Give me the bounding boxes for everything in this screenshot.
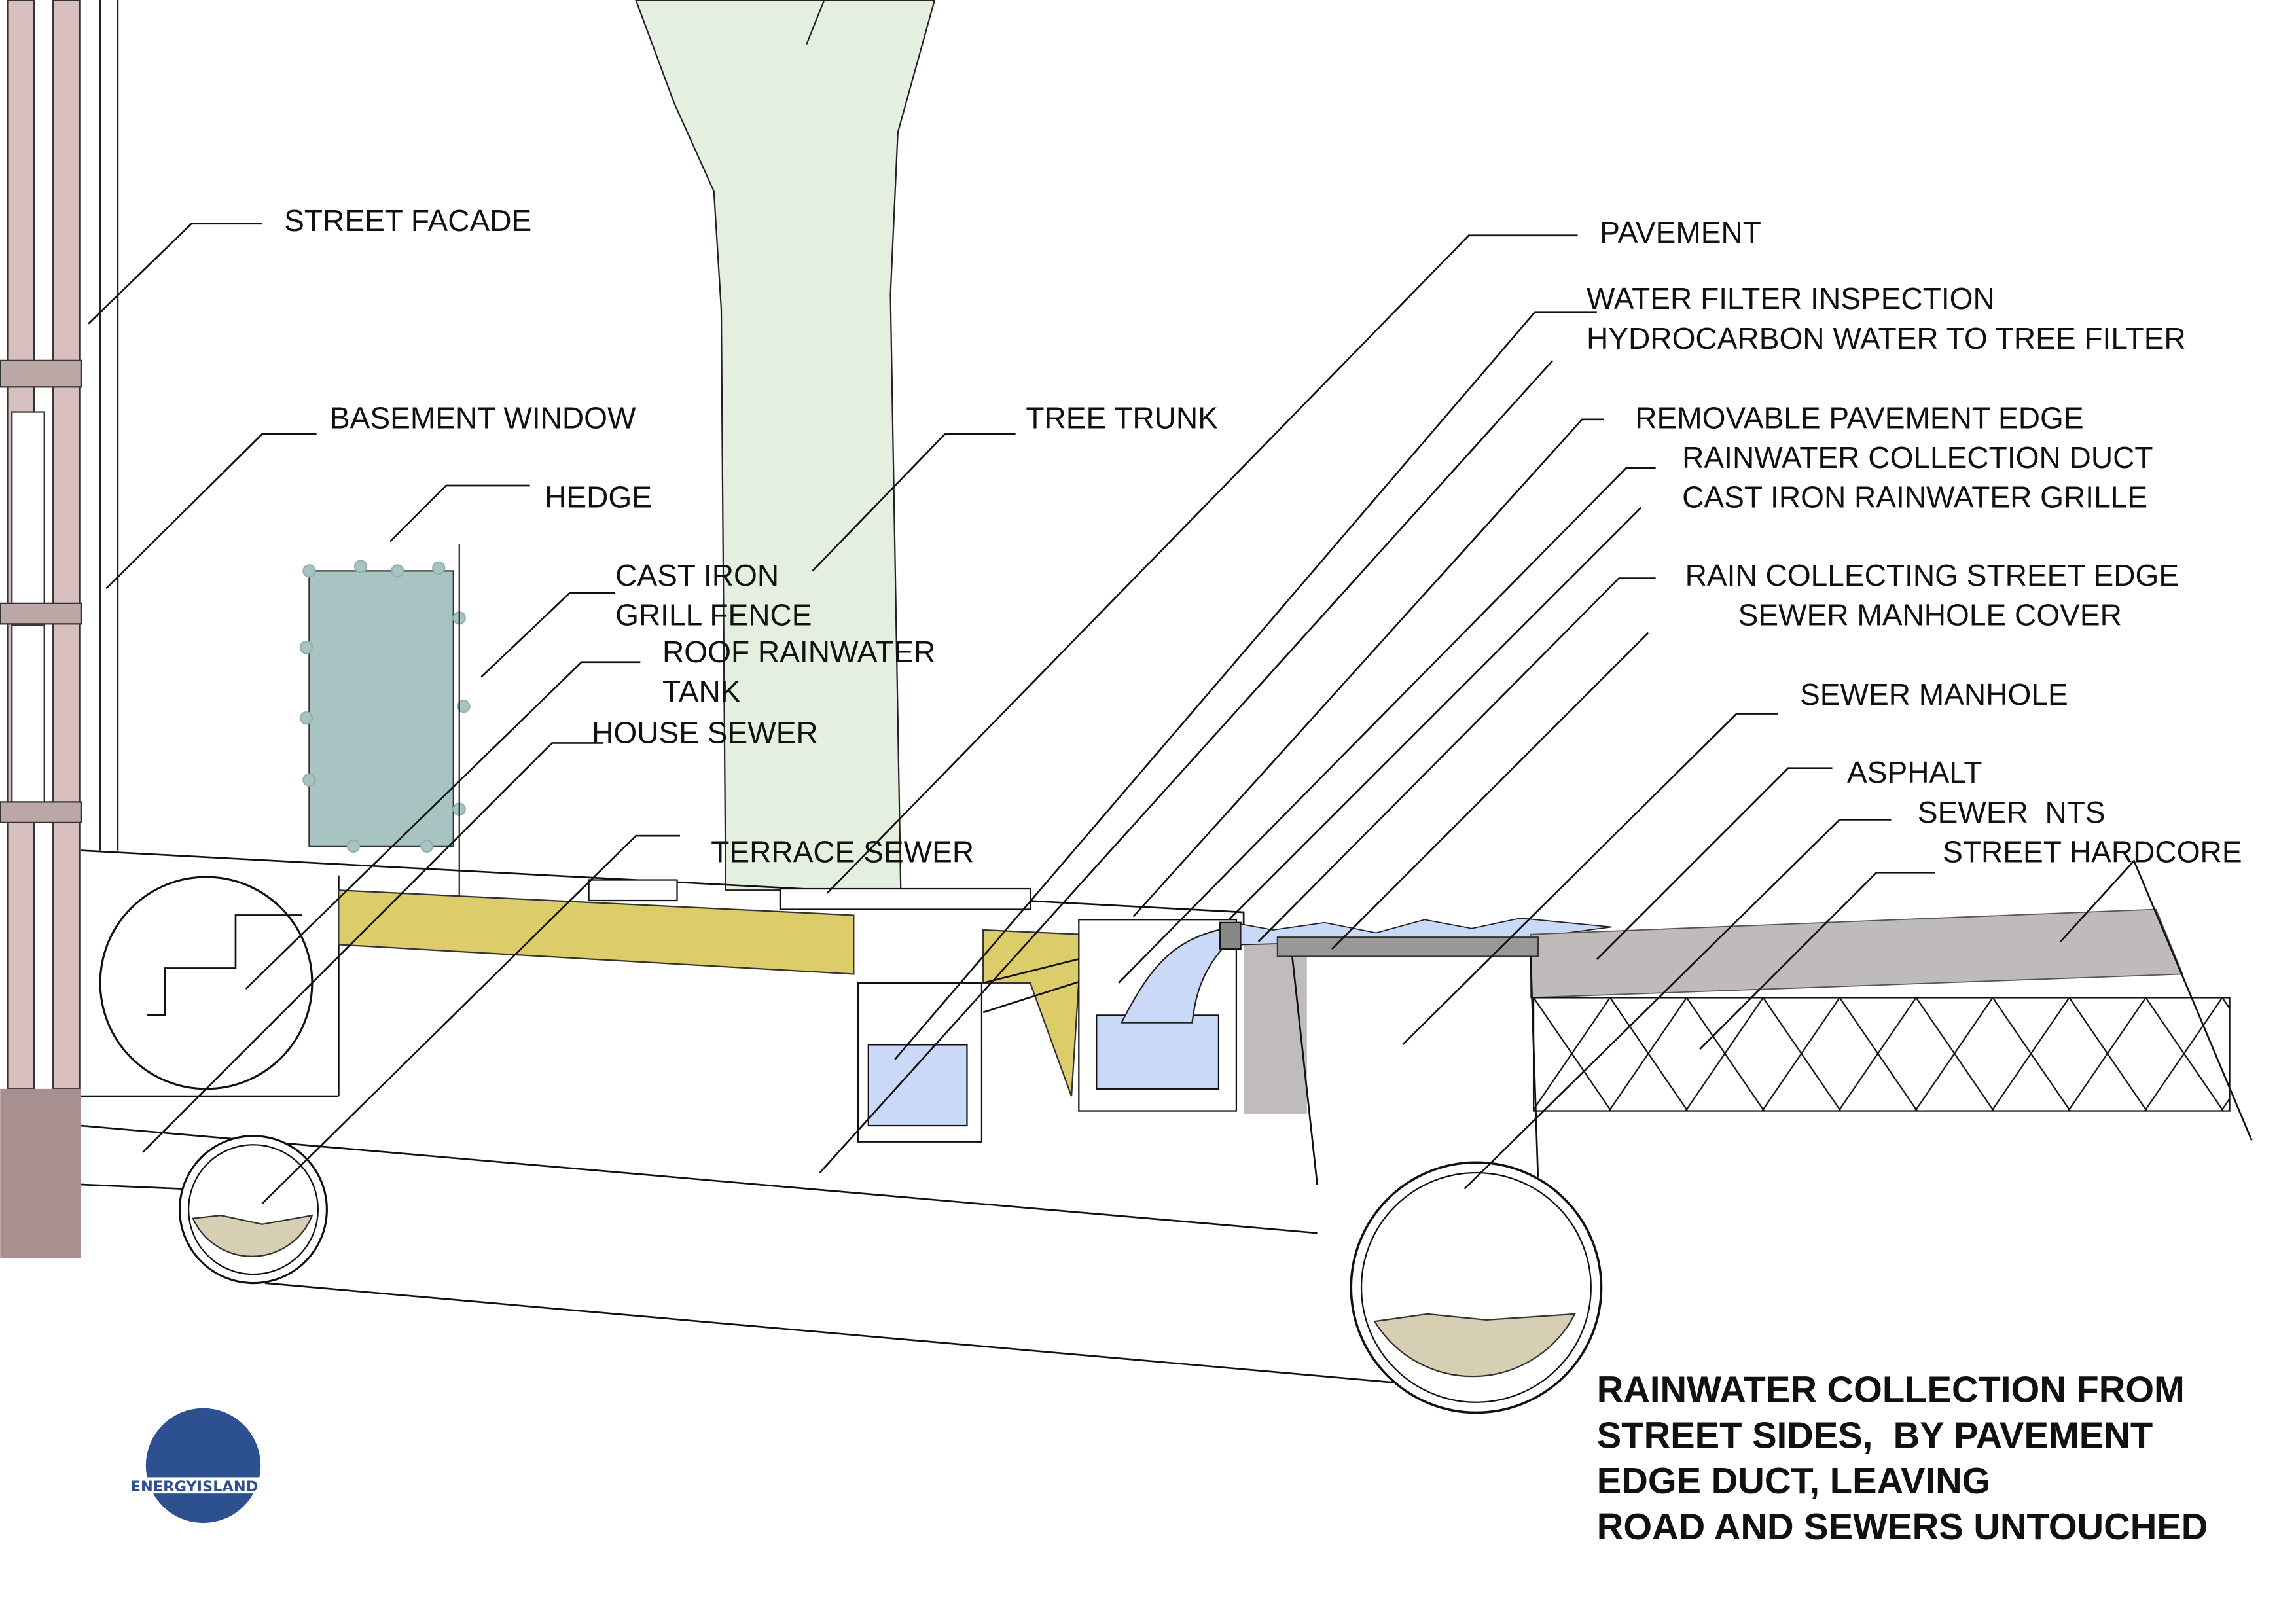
title-line: EDGE DUCT, LEAVING [1597, 1460, 1991, 1501]
hedge [299, 544, 471, 905]
label-collection-duct: RAINWATER COLLECTION DUCT [1682, 440, 2153, 474]
rain-collecting-street-edge [1244, 941, 1307, 1115]
label-water-filter: WATER FILTER INSPECTION [1587, 281, 1995, 315]
street-facade [0, 0, 119, 1258]
labels: STREET FACADE BASEMENT WINDOW HEDGE CAST… [284, 204, 2242, 869]
label-terrace-sewer: TERRACE SEWER [711, 835, 974, 869]
label-hydrocarbon: HYDROCARBON WATER TO TREE FILTER [1587, 321, 2186, 355]
label-house-sewer: HOUSE SEWER [592, 715, 818, 749]
diagram-title: RAINWATER COLLECTION FROM STREET SIDES, … [1597, 1369, 2208, 1547]
collection-duct-tank [1078, 919, 1242, 1112]
label-hardcore: STREET HARDCORE [1943, 835, 2242, 869]
label-manhole: SEWER MANHOLE [1800, 677, 2068, 711]
label-tree-trunk: TREE TRUNK [1026, 401, 1218, 435]
street-sewer [1350, 1161, 1603, 1414]
water-filter-tank [857, 982, 983, 1143]
title-line: ROAD AND SEWERS UNTOUCHED [1597, 1506, 2208, 1547]
label-asphalt: ASPHALT [1847, 755, 1982, 789]
insulation [338, 889, 855, 975]
roof-rainwater-tank [99, 876, 314, 1090]
label-basement-window: BASEMENT WINDOW [330, 401, 636, 435]
label-manhole-cover: SEWER MANHOLE COVER [1738, 598, 2122, 632]
label-cast-iron: CAST IRON [615, 558, 779, 592]
label-grille: CAST IRON RAINWATER GRILLE [1682, 480, 2147, 514]
label-removable-edge: REMOVABLE PAVEMENT EDGE [1635, 401, 2083, 435]
label-roof-rainwater: ROOF RAINWATER [662, 635, 935, 669]
leader-lines [88, 223, 2253, 1205]
label-pavement: PAVEMENT [1600, 215, 1761, 249]
label-street-facade: STREET FACADE [284, 204, 531, 238]
manhole-cover [1276, 936, 1539, 957]
label-tank: TANK [662, 674, 741, 708]
asphalt [1530, 908, 2183, 999]
label-hedge: HEDGE [545, 480, 652, 514]
ground-structure [81, 849, 1401, 1384]
street-hardcore [1532, 997, 2231, 1112]
label-sewer-nts: SEWER NTS [1918, 795, 2106, 829]
label-street-edge: RAIN COLLECTING STREET EDGE [1685, 558, 2179, 592]
tree-trunk [635, 0, 936, 891]
label-grill-fence: GRILL FENCE [615, 598, 812, 632]
energyisland-logo: ENERGYISLAND [115, 1408, 274, 1524]
title-line: STREET SIDES, BY PAVEMENT [1597, 1414, 2153, 1455]
terrace-sewer [178, 1135, 328, 1285]
logo-text: ENERGYISLAND [131, 1478, 259, 1495]
title-line: RAINWATER COLLECTION FROM [1597, 1369, 2185, 1410]
